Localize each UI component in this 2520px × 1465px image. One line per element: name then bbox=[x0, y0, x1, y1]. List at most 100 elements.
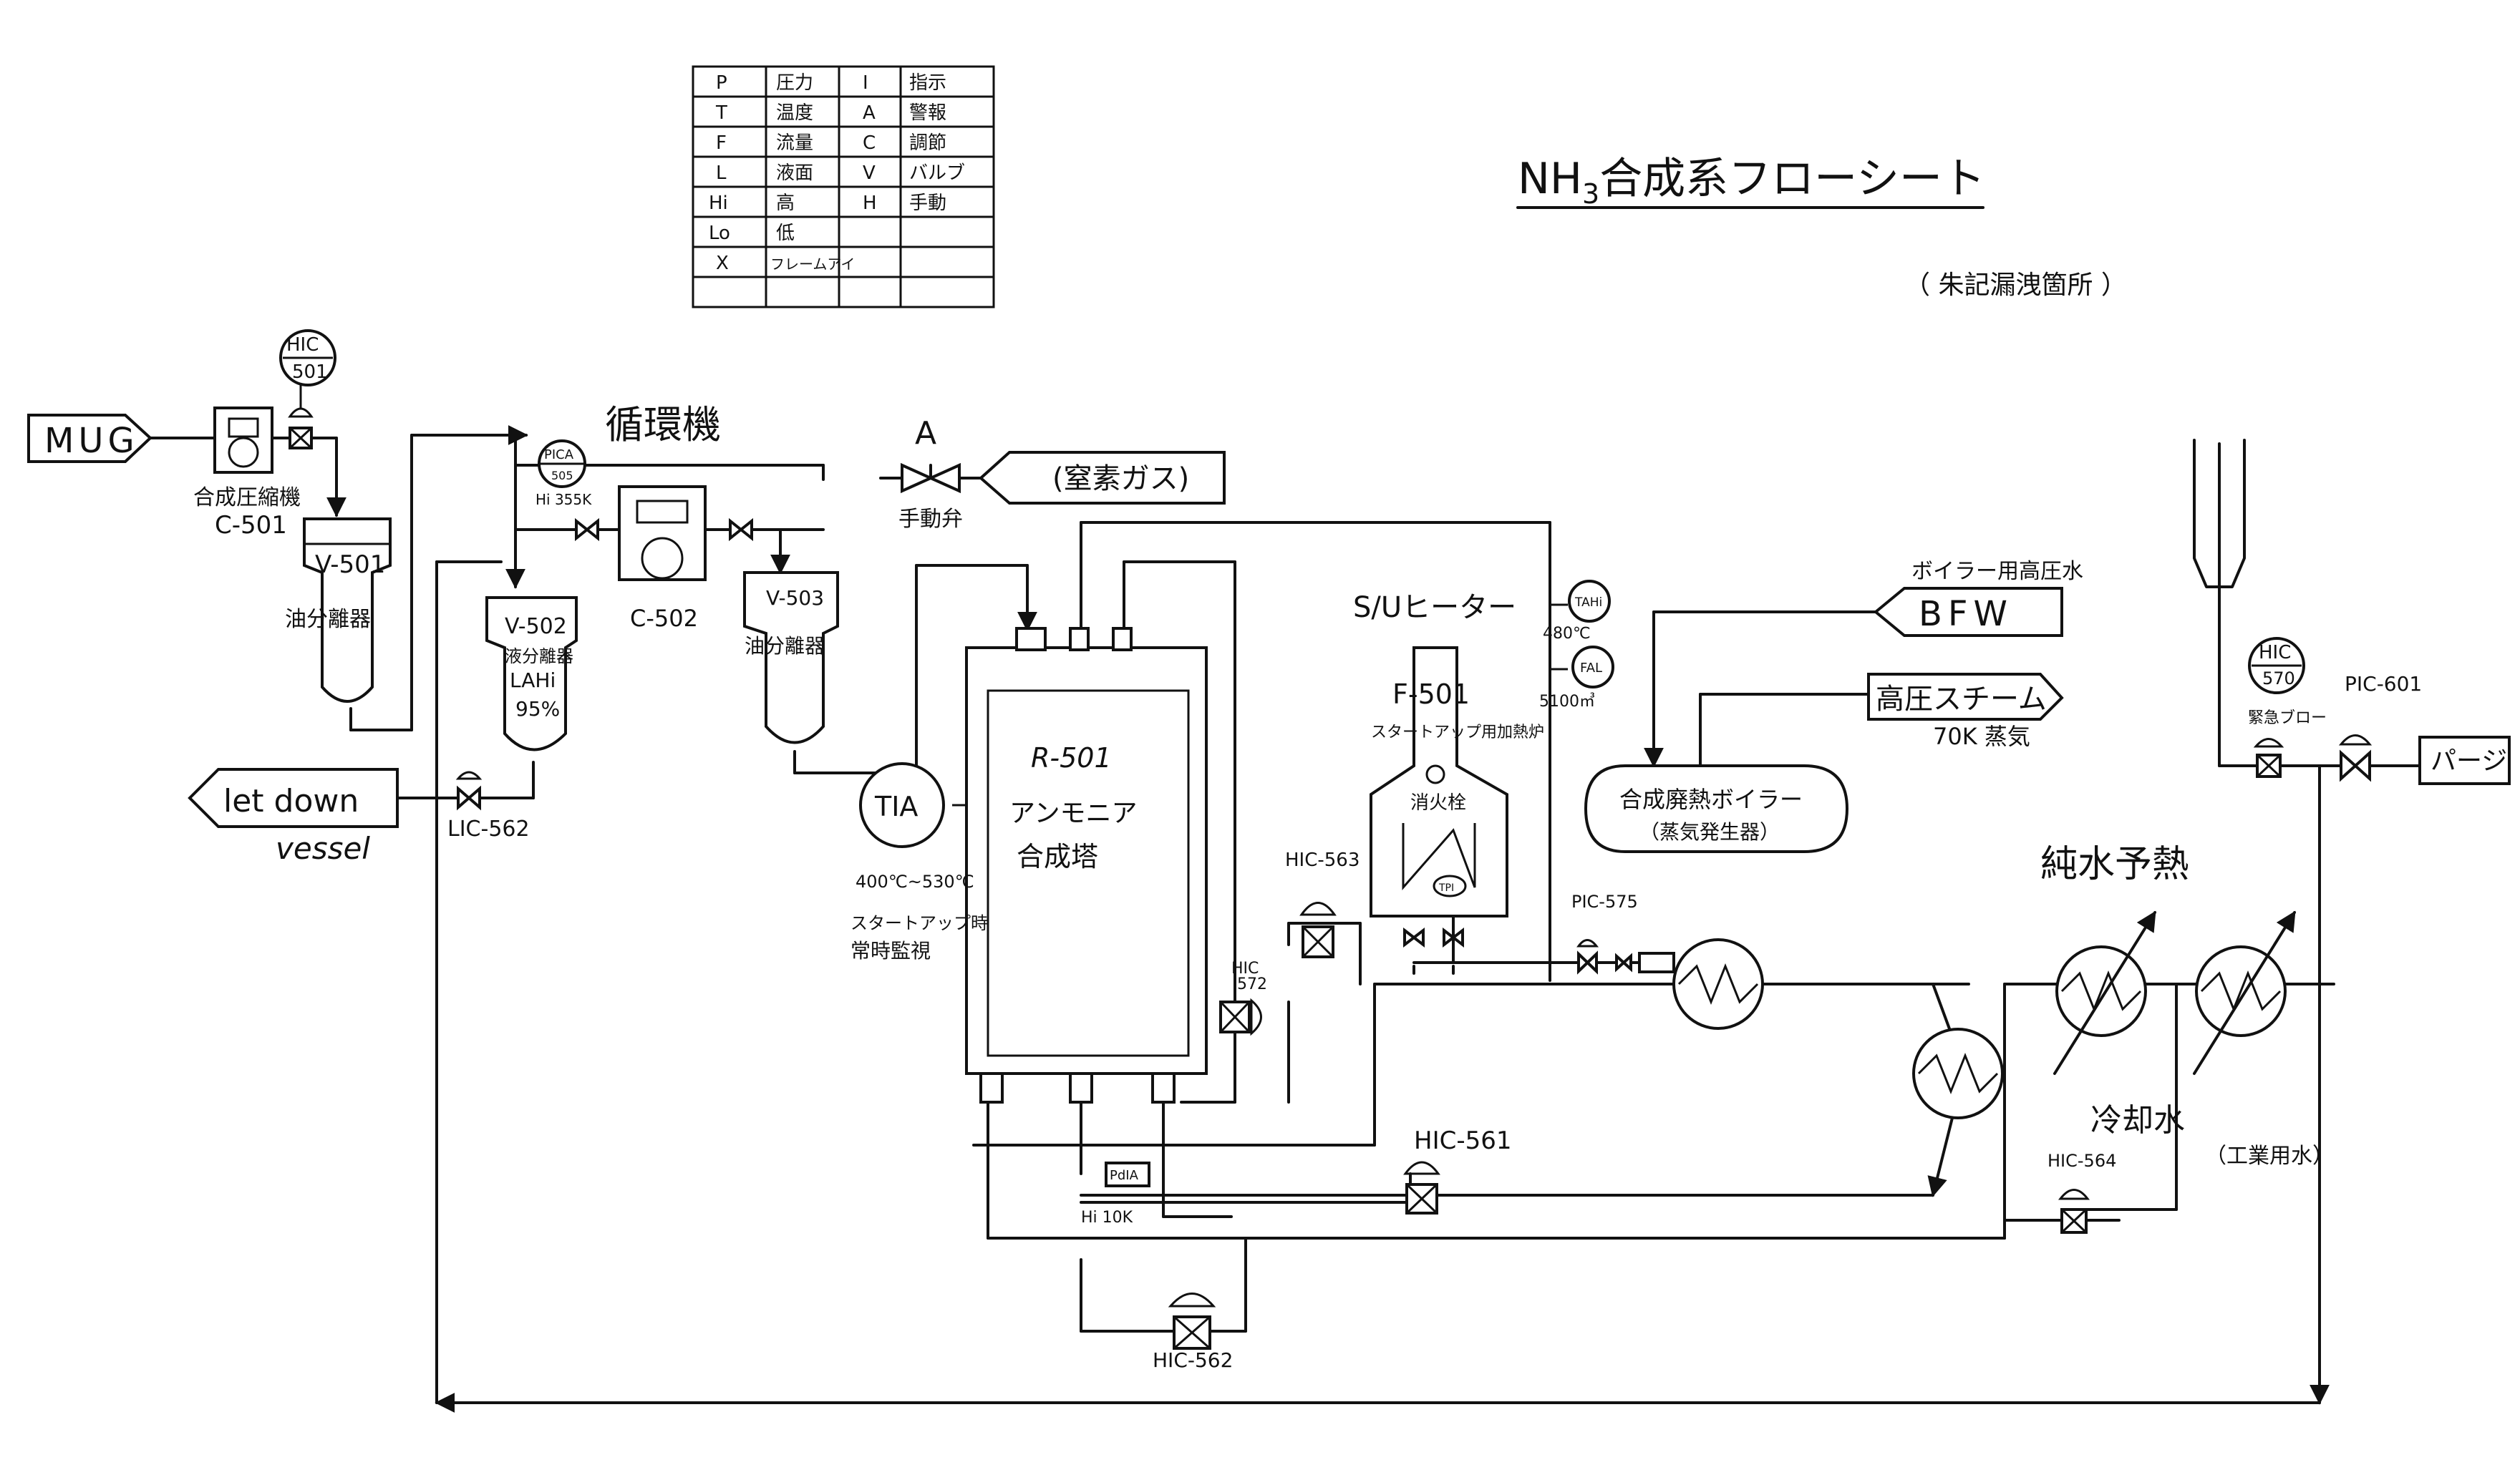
valve-hic562[interactable]: HIC-562 bbox=[1153, 1293, 1233, 1373]
r501-label1: アンモニア bbox=[1009, 799, 1138, 828]
r501-tag: R-501 bbox=[1031, 742, 1112, 774]
legend-cell: V bbox=[863, 162, 876, 184]
pic601-label: PIC-601 bbox=[2345, 672, 2422, 696]
bfw-label: BFW bbox=[1919, 594, 2013, 634]
recycle-label: 循環機 bbox=[605, 402, 721, 447]
valve-lic562[interactable] bbox=[455, 771, 483, 811]
legend-cell: 高 bbox=[776, 193, 795, 214]
letdown-vessel-label: vessel bbox=[276, 831, 370, 866]
legend-cell: Hi bbox=[709, 193, 728, 214]
hic501-top: HIC bbox=[286, 334, 319, 356]
pica505-top: PICA bbox=[544, 447, 574, 462]
valve-hic501[interactable] bbox=[288, 372, 314, 449]
lic562-label: LIC-562 bbox=[447, 817, 530, 842]
valve-a-manual[interactable]: A 手動弁 bbox=[898, 415, 963, 532]
bfw-stream-arrow bbox=[1873, 587, 2063, 637]
legend-cell: 低 bbox=[776, 223, 795, 244]
hic564-label: HIC-564 bbox=[2048, 1151, 2116, 1171]
valve-hic561[interactable]: HIC-561 bbox=[1403, 1126, 1512, 1215]
v501-label: 油分離器 bbox=[285, 607, 371, 632]
stream-arrows: MUG let down vessel (窒素ガス) BFW ボイラー用高圧水 … bbox=[27, 414, 2511, 866]
tpi-label: TPI bbox=[1438, 882, 1454, 894]
reactor-r501: R-501 アンモニア 合成塔 bbox=[965, 627, 1208, 1104]
steam-note: 70K 蒸気 bbox=[1933, 723, 2030, 750]
boiler-label1: 合成廃熱ボイラー bbox=[1619, 786, 1803, 813]
legend-cell: 温度 bbox=[776, 102, 813, 124]
fal-note: 5100㎥ bbox=[1539, 692, 1595, 711]
valve-pic575[interactable]: PIC-575 bbox=[1571, 892, 1675, 975]
letdown-label: let down bbox=[223, 783, 359, 819]
legend-cell: 警報 bbox=[909, 102, 946, 124]
title-block: NH3合成系フローシート （ 朱記漏洩箇所 ） bbox=[1516, 154, 2127, 300]
valve-hic570[interactable] bbox=[2253, 738, 2284, 778]
fal-bubble: FAL 5100㎥ bbox=[1539, 646, 1614, 711]
valve-a-tag: A bbox=[915, 415, 936, 452]
nitrogen-label: (窒素ガス) bbox=[1052, 462, 1189, 495]
r501-label2: 合成塔 bbox=[1017, 841, 1098, 872]
tia-label: TIA bbox=[874, 791, 918, 822]
v501-tag: V-501 bbox=[315, 550, 385, 579]
legend-rows: P 圧力 I 指示 T 温度 A 警報 F 流量 C 調節 L 液面 V バルブ… bbox=[709, 72, 965, 274]
purge-box bbox=[2418, 736, 2511, 785]
purge-stack bbox=[2193, 439, 2246, 588]
legend-table: P 圧力 I 指示 T 温度 A 警報 F 流量 C 調節 L 液面 V バルブ… bbox=[692, 65, 995, 308]
nitrogen-stream-arrow bbox=[978, 451, 1226, 505]
tia-note2: スタートアップ時 bbox=[850, 913, 988, 933]
valve-pic601[interactable]: PIC-601 bbox=[2338, 672, 2422, 782]
cooling-water-label: 冷却水 bbox=[2090, 1102, 2185, 1139]
legend-cell: P bbox=[716, 72, 727, 94]
heat-exchangers: 純水予熱 冷却水 （工業用水） bbox=[1672, 843, 2334, 1169]
valves: A 手動弁 HIC-563 HIC 572 PIC-575 bbox=[288, 372, 2422, 1373]
legend-cell: 圧力 bbox=[776, 72, 813, 94]
c502-tag: C-502 bbox=[630, 605, 698, 632]
v502-tag: V-502 bbox=[505, 614, 567, 639]
hic570-bubble: HIC 570 緊急ブロー bbox=[2248, 637, 2327, 727]
boiler: 合成廃熱ボイラー （蒸気発生器） bbox=[1584, 764, 1849, 853]
cooling-water-note: （工業用水） bbox=[2205, 1144, 2334, 1169]
legend-cell: C bbox=[863, 132, 876, 154]
hic570-bot: 570 bbox=[2262, 668, 2295, 688]
valve-c502-out[interactable] bbox=[729, 517, 753, 542]
pica505-note: Hi 355K bbox=[536, 491, 592, 508]
c501-label: 合成圧縮機 bbox=[193, 485, 301, 510]
tia-bubble: TIA 400℃~530℃ スタートアップ時 常時監視 bbox=[850, 762, 988, 963]
hic563-label: HIC-563 bbox=[1285, 850, 1360, 871]
legend-cell: T bbox=[715, 102, 727, 124]
v503-tag: V-503 bbox=[766, 586, 824, 610]
v503-label: 油分離器 bbox=[745, 634, 825, 658]
f501-label: スタートアップ用加熱炉 bbox=[1371, 724, 1544, 741]
bfw-note: ボイラー用高圧水 bbox=[1911, 559, 2083, 584]
vessel-v502: V-502 液分離器 LAHi 95% bbox=[485, 596, 578, 751]
legend-cell: L bbox=[716, 162, 727, 184]
tia-note1: 400℃~530℃ bbox=[856, 872, 974, 892]
valve-hic572[interactable]: HIC 572 bbox=[1219, 960, 1267, 1036]
boiler-label2: （蒸気発生器） bbox=[1639, 820, 1780, 844]
hic501-bubble: HIC 501 bbox=[279, 329, 336, 386]
subtitle: （ 朱記漏洩箇所 ） bbox=[1904, 271, 2127, 300]
valve-hic564[interactable]: HIC-564 bbox=[2048, 1151, 2116, 1234]
legend-cell: A bbox=[863, 102, 876, 124]
compressor-c502: 循環機 C-502 bbox=[605, 402, 721, 632]
valve-c502-in[interactable] bbox=[575, 517, 599, 542]
steam-label: 高圧スチーム bbox=[1876, 683, 2047, 716]
legend-cell: 調節 bbox=[909, 132, 946, 154]
vessel-v501: V-501 油分離器 bbox=[285, 517, 392, 703]
letdown-stream-arrow bbox=[188, 768, 399, 828]
compressor-c501: 合成圧縮機 C-501 bbox=[193, 407, 301, 540]
valve-a-label: 手動弁 bbox=[898, 507, 963, 532]
hic572-label-b: 572 bbox=[1237, 975, 1267, 993]
c501-tag: C-501 bbox=[215, 511, 287, 540]
legend-cell: バルブ bbox=[909, 162, 965, 184]
f501-burner: 消火栓 bbox=[1410, 792, 1466, 814]
legend-cell: F bbox=[716, 132, 727, 154]
su-heater-label: S/Uヒーター bbox=[1353, 591, 1516, 624]
legend-cell: X bbox=[716, 253, 729, 274]
hic572-label-a: HIC bbox=[1231, 960, 1259, 978]
hic501-bot: 501 bbox=[292, 361, 328, 383]
valve-hic563[interactable]: HIC-563 bbox=[1285, 850, 1360, 958]
pic575-label: PIC-575 bbox=[1571, 892, 1638, 912]
page-title: NH3合成系フローシート bbox=[1518, 154, 1985, 210]
valve-heater-inlets[interactable] bbox=[1403, 927, 1464, 948]
legend-cell: Lo bbox=[709, 223, 730, 244]
hic570-note: 緊急ブロー bbox=[2248, 709, 2327, 727]
